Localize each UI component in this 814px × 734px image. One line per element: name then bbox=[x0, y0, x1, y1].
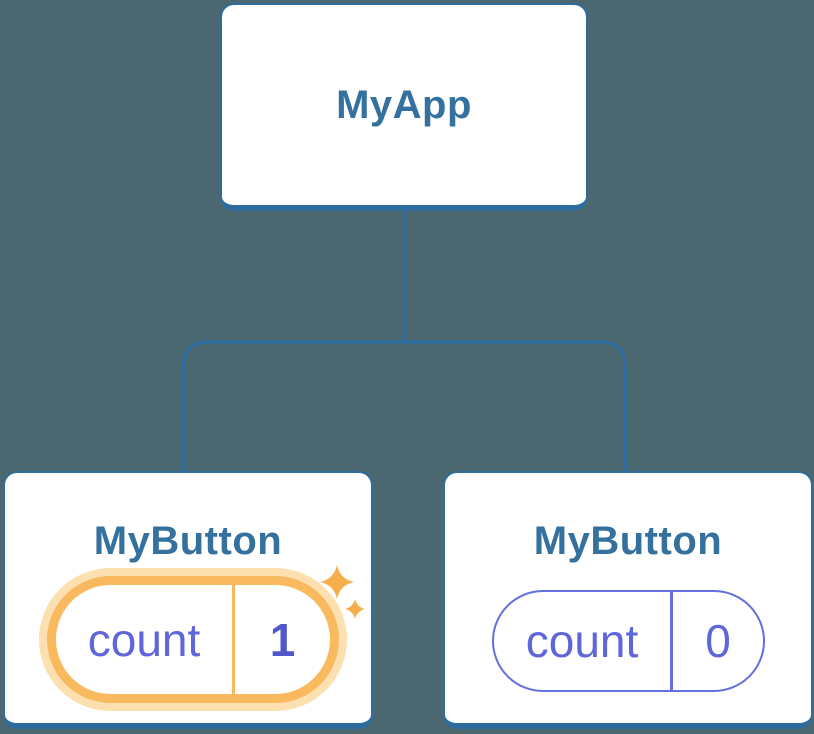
node-label: MyButton bbox=[533, 519, 723, 563]
pill-divider bbox=[670, 592, 673, 690]
node-label: MyButton bbox=[93, 519, 283, 563]
state-pill-highlighted: count 1 bbox=[47, 576, 339, 703]
state-key-label: count bbox=[525, 615, 639, 667]
state-pill-default: count 0 bbox=[492, 590, 765, 692]
node-mybutton-default: MyButton count 0 bbox=[443, 471, 813, 729]
state-value-label: 0 bbox=[705, 615, 731, 667]
sparkle-small bbox=[345, 599, 365, 619]
node-label: MyApp bbox=[336, 82, 472, 127]
state-value-label: 1 bbox=[269, 613, 296, 666]
connector-bracket bbox=[181, 340, 627, 472]
sparkle-large bbox=[320, 565, 354, 599]
node-myapp: MyApp bbox=[220, 3, 588, 211]
sparkles-icon bbox=[320, 565, 365, 619]
state-key-label: count bbox=[87, 613, 201, 666]
node-mybutton-highlighted: MyButton count 1 bbox=[3, 471, 373, 729]
pill-divider bbox=[232, 585, 235, 694]
